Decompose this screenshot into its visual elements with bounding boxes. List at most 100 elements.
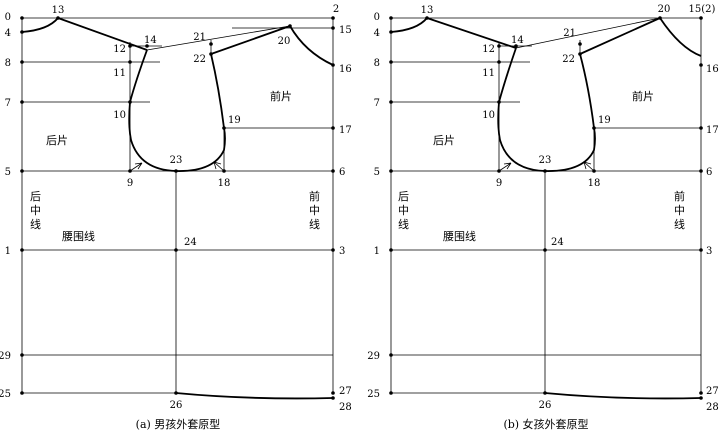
- point-a-4-label: 4: [5, 28, 11, 39]
- point-b-8-label: 8: [374, 58, 380, 69]
- point-a-2-dot: [331, 16, 335, 20]
- point-a-2-label: 2: [333, 4, 339, 15]
- point-a-28-label: 28: [339, 402, 352, 413]
- point-a-13-label: 13: [52, 5, 65, 16]
- point-b-12-dot: [497, 44, 501, 48]
- point-a-17-dot: [331, 126, 335, 130]
- point-a-26-label: 26: [170, 400, 183, 411]
- point-b-17-dot: [699, 126, 703, 130]
- point-b-29-label: 29: [367, 351, 380, 362]
- point-a-25-label: 25: [0, 389, 11, 400]
- point-b-29-dot: [389, 353, 393, 357]
- point-a-18-dot: [222, 169, 226, 173]
- point-a-23-label: 23: [170, 155, 183, 166]
- point-b-21-dot: [578, 42, 582, 46]
- front-piece-label-a: 前片: [270, 89, 292, 103]
- point-a-8-label: 8: [5, 58, 11, 69]
- point-a-26-dot: [174, 391, 178, 395]
- caption-a: (a) 男孩外套原型: [136, 417, 221, 431]
- point-a-10-label: 10: [113, 110, 126, 121]
- point-a-10-dot: [128, 100, 132, 104]
- point-b-20-dot: [658, 16, 662, 20]
- point-a-9-label: 9: [127, 178, 133, 189]
- point-b-1-label: 1: [374, 246, 380, 257]
- point-b-13-label: 13: [421, 5, 434, 16]
- point-b-26-label: 26: [539, 400, 552, 411]
- point-a-12-dot: [128, 44, 132, 48]
- point-a-9-dot: [128, 169, 132, 173]
- back-piece-label-b: 后片: [433, 134, 455, 147]
- point-a-27-label: 27: [339, 386, 352, 397]
- point-b-4-label: 4: [374, 28, 380, 39]
- panel-b-girls-coat-block: [390, 17, 702, 400]
- point-a-0-dot: [20, 16, 24, 20]
- point-a-22-dot: [209, 52, 213, 56]
- point-b-9-dot: [497, 169, 501, 173]
- point-b-17-label: 17: [706, 125, 719, 136]
- point-a-1-label: 1: [5, 246, 11, 257]
- point-b-7-label: 7: [374, 98, 380, 109]
- point-a-23-dot: [174, 169, 178, 173]
- point-b-18-label: 18: [588, 178, 601, 189]
- point-b-19-label: 19: [598, 115, 611, 126]
- point-a-22-label: 22: [193, 54, 206, 65]
- front-center-label-b: 前中线: [674, 189, 685, 231]
- point-a-29-label: 29: [0, 351, 11, 362]
- point-b-1-dot: [389, 248, 393, 252]
- caption-b: (b) 女孩外套原型: [503, 417, 588, 431]
- point-a-5-dot: [20, 169, 24, 173]
- point-a-28-dot: [331, 396, 335, 400]
- point-b-13-dot: [425, 16, 429, 20]
- point-a-24-label: 24: [184, 237, 197, 248]
- point-a-19-dot: [222, 126, 226, 130]
- point-b-0-dot: [389, 16, 393, 20]
- point-b-15(2)-label: 15(2): [689, 4, 716, 15]
- point-b-20-label: 20: [658, 4, 671, 15]
- point-b-28-dot: [699, 396, 703, 400]
- point-b-14-label: 14: [511, 35, 524, 46]
- point-b-24-dot: [543, 248, 547, 252]
- waist-line-label-a: 腰围线: [62, 229, 95, 243]
- point-b-3-dot: [699, 248, 703, 252]
- panel-a-boys-coat-block: [21, 17, 334, 400]
- point-b-12-label: 12: [482, 44, 495, 55]
- waist-line-label-b: 腰围线: [443, 229, 476, 243]
- point-b-23-dot: [543, 169, 547, 173]
- point-a-11-dot: [128, 60, 132, 64]
- point-b-15(2)-dot: [699, 16, 703, 20]
- point-b-24-label: 24: [551, 237, 564, 248]
- point-b-22-dot: [578, 52, 582, 56]
- point-a-24-dot: [174, 248, 178, 252]
- back-piece-label-a: 后片: [46, 134, 68, 147]
- point-b-8-dot: [389, 60, 393, 64]
- point-a-12-label: 12: [113, 44, 126, 55]
- point-b-25-dot: [389, 391, 393, 395]
- point-a-15-dot: [331, 26, 335, 30]
- point-a-18-label: 18: [218, 178, 231, 189]
- point-a-21-label: 21: [193, 32, 206, 43]
- point-a-6-label: 6: [339, 167, 345, 178]
- point-b-3-label: 3: [706, 246, 712, 257]
- point-a-29-dot: [20, 353, 24, 357]
- point-b-18-dot: [592, 169, 596, 173]
- point-b-6-label: 6: [706, 167, 712, 178]
- point-a-17-label: 17: [339, 125, 352, 136]
- point-a-15-label: 15: [339, 25, 352, 36]
- point-b-10-label: 10: [482, 110, 495, 121]
- point-b-5-dot: [389, 169, 393, 173]
- panel-a-text: 后片 前片 腰围线 后中线 前中线 (a) 男孩外套原型: [30, 89, 320, 431]
- front-piece-label-b: 前片: [632, 89, 654, 103]
- point-a-5-label: 5: [5, 167, 11, 178]
- point-b-6-dot: [699, 169, 703, 173]
- point-a-11-label: 11: [113, 68, 126, 79]
- point-b-16-label: 16: [706, 64, 719, 75]
- point-b-19-dot: [592, 126, 596, 130]
- point-a-3-label: 3: [339, 246, 345, 257]
- panel-b-text: 后片 前片 腰围线 后中线 前中线 (b) 女孩外套原型: [398, 89, 685, 431]
- point-a-25-dot: [20, 391, 24, 395]
- point-b-11-label: 11: [482, 68, 495, 79]
- front-center-label-a: 前中线: [309, 189, 320, 231]
- point-a-0-label: 0: [5, 12, 11, 23]
- point-a-14-dot: [145, 44, 149, 48]
